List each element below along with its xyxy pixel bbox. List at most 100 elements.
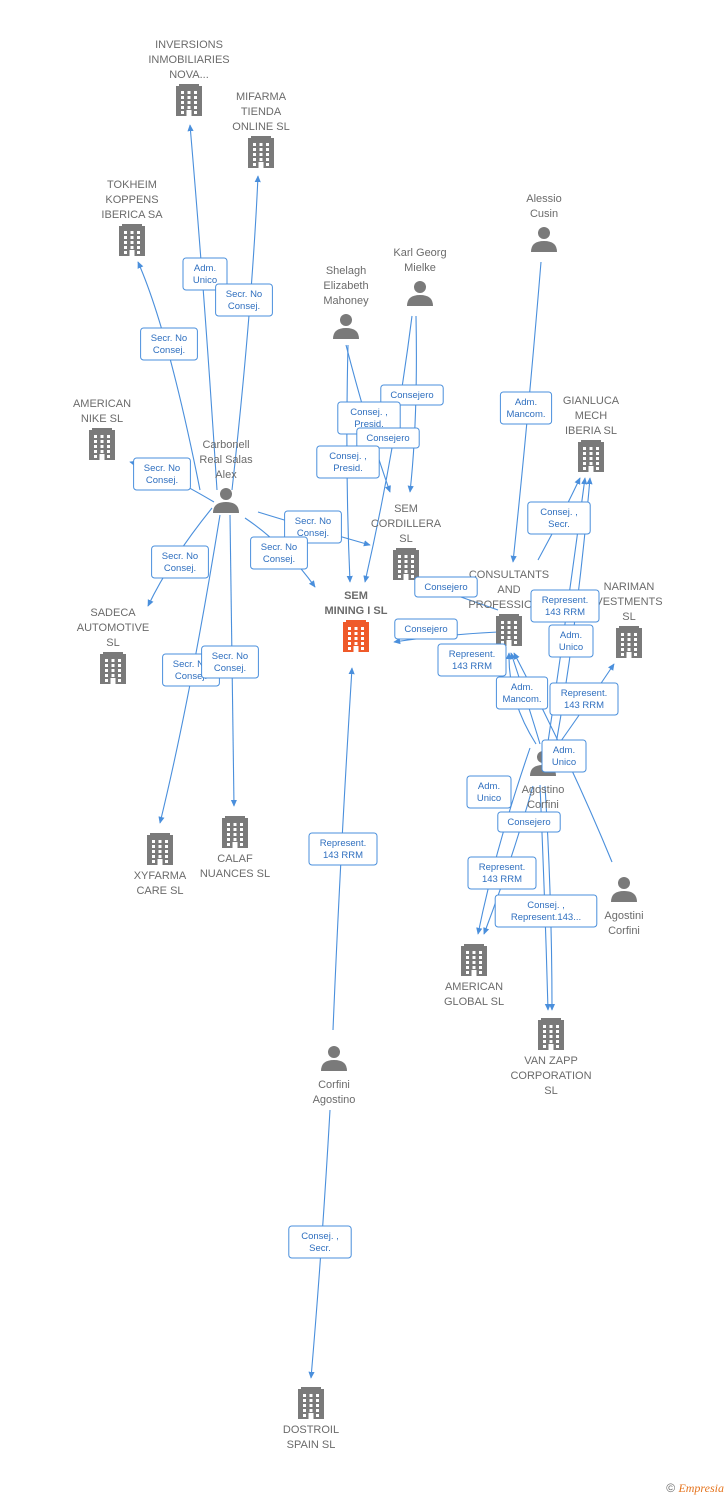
building-icon — [461, 944, 487, 976]
node-label: SADECA — [90, 607, 136, 619]
relation-badge[interactable]: Consej. ,Presid. — [316, 445, 380, 479]
relation-label: Represent. — [542, 595, 588, 606]
relation-label: Presid. — [354, 419, 384, 430]
node-label: Shelagh — [326, 265, 366, 277]
relation-label: Consej. — [228, 301, 260, 312]
person-icon — [333, 314, 359, 339]
relation-badge-box — [541, 739, 587, 773]
node-consultants[interactable]: CONSULTANTSANDPROFESSION... — [468, 569, 550, 646]
node-label: AND — [497, 584, 520, 596]
node-label: Mielke — [404, 262, 436, 274]
relation-badge[interactable]: Adm.Mancom. — [495, 676, 549, 710]
building-icon — [298, 1387, 324, 1419]
relation-badge[interactable]: Consejero — [394, 618, 458, 640]
relation-badge[interactable]: Represent.143 RRM — [308, 832, 378, 866]
relation-badge-box — [414, 576, 478, 598]
relation-badge-box — [182, 257, 228, 291]
relation-badge[interactable]: Adm.Unico — [541, 739, 587, 773]
node-label: MECH — [575, 410, 607, 422]
node-inversions[interactable]: INVERSIONSINMOBILIARIESNOVA... — [148, 39, 230, 116]
node-dostroil[interactable]: DOSTROIL SPAIN SL — [283, 1387, 339, 1451]
relation-label: Secr. — [309, 1243, 331, 1254]
relation-badge[interactable]: Represent.143 RRM — [530, 589, 600, 623]
node-label: DOSTROIL — [283, 1424, 339, 1436]
relation-label: Consej. — [164, 563, 196, 574]
person-icon — [321, 1046, 347, 1071]
relation-badge-box — [495, 676, 549, 710]
relation-label: Unico — [193, 275, 217, 286]
relation-label: 143 RRM — [545, 607, 585, 618]
node-label: IBERICA SA — [101, 209, 163, 221]
building-icon — [248, 136, 274, 168]
relation-badge-box — [548, 624, 594, 658]
relation-badge[interactable]: Represent.143 RRM — [549, 682, 619, 716]
relation-badge[interactable]: Adm.Unico — [548, 624, 594, 658]
relation-badge[interactable]: Consejero — [414, 576, 478, 598]
relation-badge[interactable]: Adm.Unico — [466, 775, 512, 809]
relation-badge-box — [549, 682, 619, 716]
edge-line-carbonell-to-mifarma — [231, 175, 261, 491]
relation-label: Unico — [477, 793, 501, 804]
relation-badge[interactable]: Consejero — [380, 384, 444, 406]
relation-label: Adm. — [194, 263, 216, 274]
node-label: AMERICAN — [445, 981, 503, 993]
relation-badge[interactable]: Represent.143 RRM — [467, 856, 537, 890]
node-label: Alex — [215, 469, 237, 481]
relation-label: Consejero — [507, 817, 550, 828]
relation-label: Adm. — [478, 781, 500, 792]
node-label: CORDILLERA — [371, 518, 442, 530]
relation-label: Consejero — [424, 582, 467, 593]
node-label: XYFARMA — [134, 870, 187, 882]
relation-badge[interactable]: Adm.Mancom. — [499, 391, 553, 425]
relation-label: Consejero — [366, 433, 409, 444]
node-label: AMERICAN — [73, 398, 131, 410]
relation-badge[interactable]: Represent.143 RRM — [437, 643, 507, 677]
relation-badge-box — [527, 501, 591, 535]
edge-line-carbonell-to-tokheim — [137, 261, 201, 491]
node-label: CORPORATION — [510, 1070, 591, 1082]
relation-badge[interactable]: Consej. ,Secr. — [288, 1225, 352, 1259]
empresia-credit[interactable]: © Empresia — [666, 1481, 724, 1496]
node-label: Cusin — [530, 208, 558, 220]
relation-label: Unico — [559, 642, 583, 653]
node-label: SPAIN SL — [287, 1439, 336, 1451]
relation-badge[interactable]: Consejero — [497, 811, 561, 833]
node-label: SEM — [344, 590, 368, 602]
relation-badge-box — [316, 445, 380, 479]
node-label: Corfini — [608, 925, 640, 937]
relation-badge[interactable]: Consej. ,Represent.143... — [494, 894, 598, 928]
edge-line-karl-to-sem-cordillera — [407, 315, 417, 493]
relation-badge[interactable]: Consej. ,Secr. — [527, 501, 591, 535]
relation-badge[interactable]: Adm.Unico — [182, 257, 228, 291]
relation-label: Represent. — [320, 838, 366, 849]
relation-badge-box — [201, 645, 259, 679]
relation-badge[interactable]: Consejero — [356, 427, 420, 449]
